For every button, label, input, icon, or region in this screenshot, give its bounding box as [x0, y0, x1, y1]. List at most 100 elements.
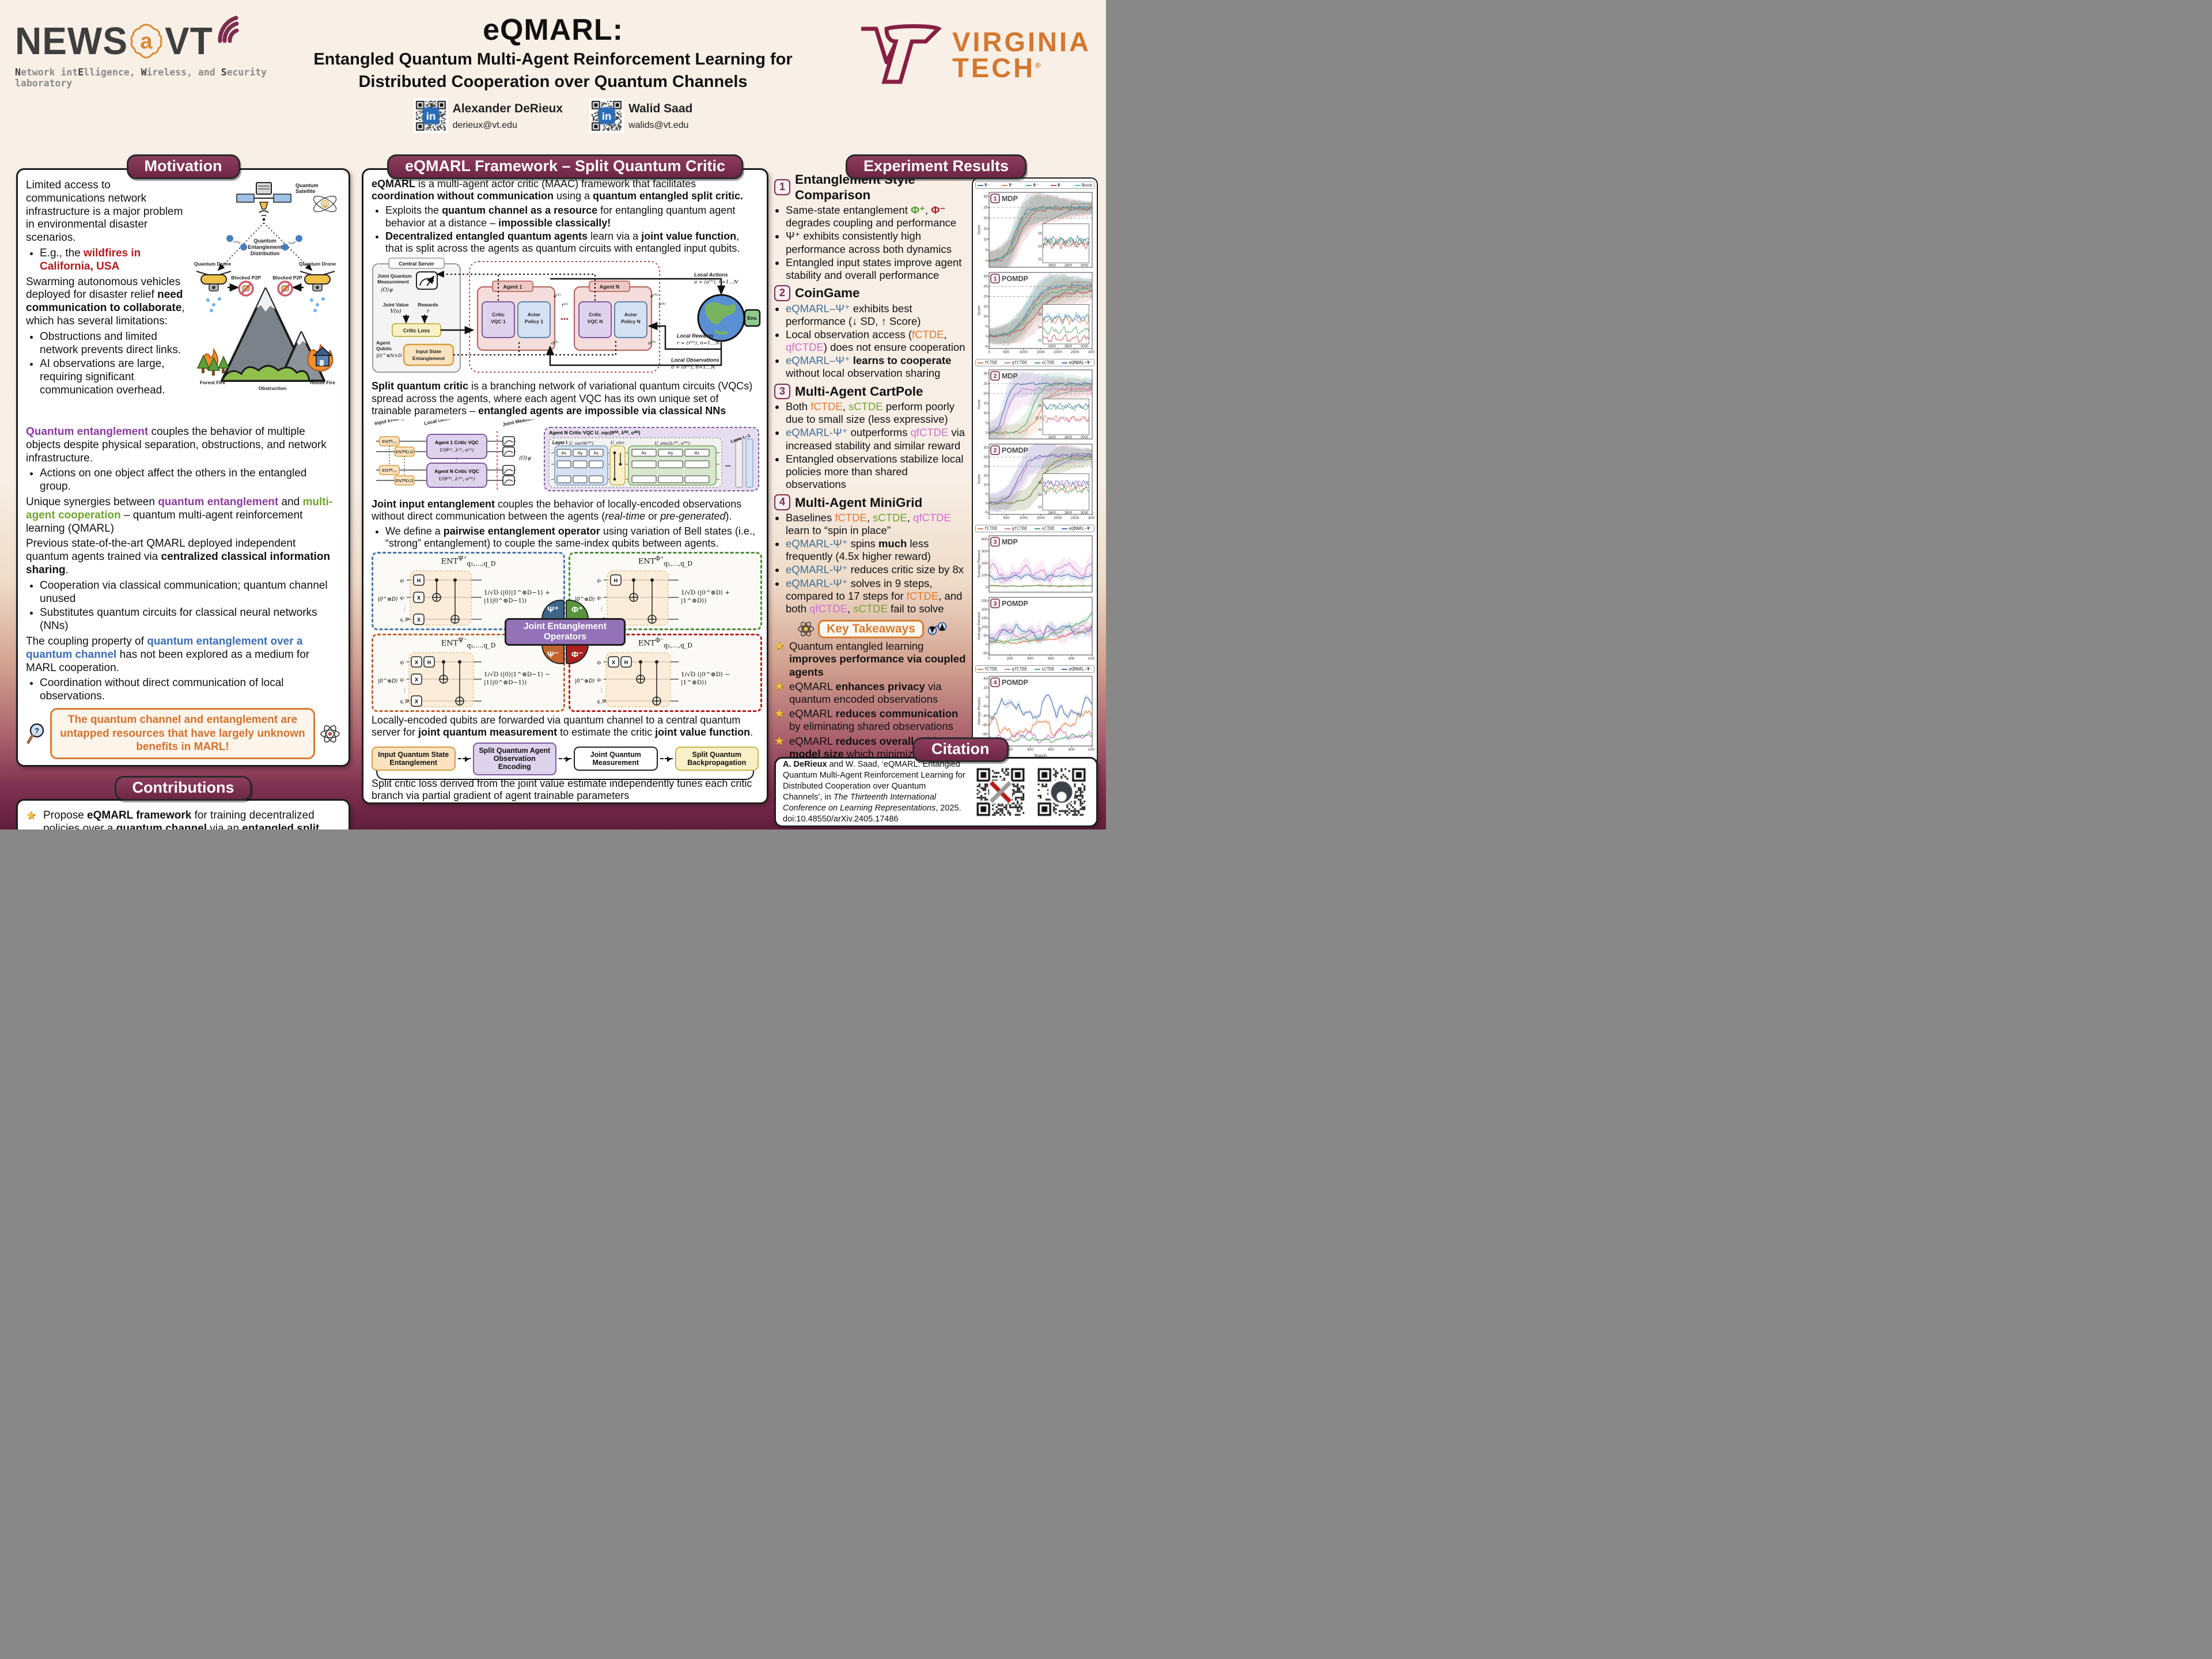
contribution-item: ★Propose eQMARL framework for training d… [26, 809, 320, 830]
framework-paragraph: Locally-encoded qubits are forwarded via… [372, 714, 753, 738]
svg-text:Critic Loss: Critic Loss [403, 328, 430, 334]
svg-text:Quantum: Quantum [296, 183, 319, 188]
petal-phi-plus: Φ⁺ [566, 600, 589, 620]
takeaway-item: ★eQMARL enhances privacy via quantum enc… [774, 680, 945, 705]
legend-label: Ψ⁺ [984, 183, 990, 188]
section-header-framework: eQMARL Framework – Split Quantum Critic [387, 154, 744, 179]
result-bullet: Entangled observations stabilize local p… [786, 453, 970, 491]
svg-text:o⁽ᴺ⁾: o⁽ᴺ⁾ [648, 340, 656, 346]
svg-text:Layer l: Layer l [552, 440, 567, 445]
motivation-paragraph: Previous state-of-the-art QMARL deployed… [26, 537, 334, 576]
svg-text:X: X [417, 595, 421, 601]
svg-text:?: ? [35, 726, 39, 735]
chart-legend: Ψ⁺Ψ⁻Φ⁺Φ⁻None [975, 181, 1094, 189]
legend-swatch [1005, 528, 1011, 529]
bell-circuit-phi-minus: ENTΦ⁻q₁,…,q_D |0^⊗D⟩ q₁ q₂ q_D ⋮ [569, 634, 762, 713]
result-number-badge: 2 [774, 285, 791, 301]
disaster-scenario-figure: Quantum Satellite Q Quantum Entanglement… [194, 182, 337, 391]
result-bullet: Local observation access (fCTDE, qfCTDE)… [786, 328, 970, 354]
result-number-badge: 3 [774, 383, 791, 400]
motivation-bullet: E.g., the wildfires in California, USA [40, 247, 340, 274]
svg-text:Blocked P2P: Blocked P2P [231, 275, 261, 281]
split-critic-circuit-diagram: Input Entanglement Local Observation Enc… [374, 407, 759, 492]
framework-bullet: Decentralized entangled quantum agents l… [385, 230, 759, 255]
framework-paragraph: Joint input entanglement couples the beh… [372, 498, 745, 522]
motivation-paragraph: The coupling property of quantum entangl… [26, 635, 313, 674]
svg-text:Entanglement: Entanglement [412, 355, 445, 361]
qr-code-github [1034, 764, 1089, 820]
svg-text:⋮: ⋮ [599, 687, 604, 693]
motivation-paragraph: Unique synergies between quantum entangl… [26, 495, 333, 535]
svg-text:Policy N: Policy N [621, 319, 641, 324]
svg-text:Input Entanglement: Input Entanglement [374, 419, 420, 426]
svg-text:a⁽ᴺ⁾: a⁽ᴺ⁾ [650, 293, 658, 299]
magnifier-question-icon: ? [26, 723, 44, 744]
legend-label: fCTDE [984, 360, 998, 365]
svg-text:Agent N Critic VQC: Agent N Critic VQC [434, 468, 479, 474]
svg-text:Quantum Drone: Quantum Drone [299, 261, 336, 267]
svg-text:Agent 1: Agent 1 [503, 284, 522, 290]
quantum-drone-left-icon [196, 271, 232, 312]
framework-paragraph: Split quantum critic is a branching netw… [372, 380, 756, 416]
result-bullet: Entangled input states improve agent sta… [786, 256, 970, 282]
legend-swatch [978, 668, 983, 670]
left-column: Motivation [16, 154, 350, 830]
legend-swatch [1062, 528, 1068, 529]
svg-text:Local Actions: Local Actions [694, 272, 728, 278]
result-bullet: Same-state entanglement Φ⁺, Φ⁻ degrades … [786, 204, 970, 229]
legend-label: eQMARL−Ψ⁺ [1069, 666, 1092, 672]
legend-swatch [1035, 528, 1041, 529]
legend-swatch [978, 184, 983, 186]
chart-2mdp [975, 368, 1094, 441]
legend-label: fCTDE [984, 526, 998, 531]
svg-text:Local Observation Encoding: Local Observation Encoding [423, 419, 490, 426]
legend-label: eQMARL−Ψ⁺ [1069, 526, 1092, 531]
author-email: derieux@vt.edu [452, 120, 517, 130]
vt-wordmark: VIRGINIA TECH® [952, 26, 1091, 83]
result-bullet: Both fCTDE, sCTDE perform poorly due to … [786, 400, 970, 426]
svg-text:Blocked P2P: Blocked P2P [272, 275, 302, 281]
motivation-bullet: Substitutes quantum circuits for classic… [40, 607, 340, 633]
svg-text:Agent N Critic VQC U_vqc(θ⁽ᴺ⁾: Agent N Critic VQC U_vqc(θ⁽ᴺ⁾, λ⁽ᴺ⁾, o⁽ᴺ… [549, 430, 641, 435]
svg-text:Forest Fire: Forest Fire [200, 380, 225, 385]
svg-text:⋮: ⋮ [402, 687, 407, 693]
svg-text:q₂: q₂ [597, 677, 601, 682]
legend-swatch [1002, 184, 1008, 186]
result-bullet: Ψ⁺ exhibits consistently high performanc… [786, 230, 970, 255]
svg-text:Rz: Rz [642, 452, 647, 456]
svg-text:ENTᴮD,D: ENTᴮD,D [395, 478, 414, 483]
svg-text:Joint Value: Joint Value [383, 302, 409, 308]
svg-text:H: H [417, 578, 421, 584]
result-number-badge: 4 [774, 494, 791, 510]
motivation-paragraph: Limited access to communications network… [26, 179, 186, 244]
motivation-bullet: AI observations are large, requiring sig… [40, 358, 340, 397]
svg-text:q₂: q₂ [400, 595, 404, 600]
svg-text:a = (a⁽ⁿ⁾), n=1…N: a = (a⁽ⁿ⁾), n=1…N [694, 279, 738, 285]
petal-phi-minus: Φ⁻ [566, 645, 589, 665]
svg-text:a⁽¹⁾: a⁽¹⁾ [554, 293, 561, 299]
quantum-drone-right-icon [300, 271, 335, 312]
svg-text:o = (o⁽ⁿ⁾), n=1…N: o = (o⁽ⁿ⁾), n=1…N [671, 364, 715, 370]
svg-text:|0^⊗D⟩: |0^⊗D⟩ [378, 679, 398, 684]
bell-circuit-phi-plus: ENTΦ⁺q₁,…,q_D |0^⊗D⟩ q₁ q₂ q_D ⋮ H [569, 552, 762, 631]
legend-swatch [1035, 668, 1041, 670]
svg-text:H: H [624, 660, 628, 665]
svg-text:r = (r⁽ⁿ⁾), n=1…N: r = (r⁽ⁿ⁾), n=1…N [677, 340, 720, 346]
svg-text:Agent N: Agent N [600, 284, 620, 290]
legend-label: qfCTDE [1012, 526, 1028, 531]
motivation-bullet: Actions on one object affect the others … [40, 467, 340, 494]
svg-text:Quantum Drone: Quantum Drone [194, 261, 231, 267]
poster-title: eQMARL: [483, 13, 623, 47]
svg-text:q_D: q_D [597, 699, 606, 704]
svg-text:Critic: Critic [492, 312, 505, 317]
svg-text:Satellite: Satellite [296, 188, 316, 194]
bell-circuit-psi-minus: ENTΨ⁻q₁,…,q_D |0^⊗D⟩ q₁ q₂ q_D ⋮ [372, 634, 565, 713]
takeaway-item: ★Quantum entangled learning improves per… [774, 640, 969, 678]
svg-text:Policy 1: Policy 1 [525, 319, 543, 324]
legend-label: fCTDE [984, 666, 998, 672]
flow-arrow-icon [660, 756, 673, 762]
chart-canvas-2mdp [975, 368, 1094, 441]
section-header-citation: Citation [912, 737, 1009, 762]
